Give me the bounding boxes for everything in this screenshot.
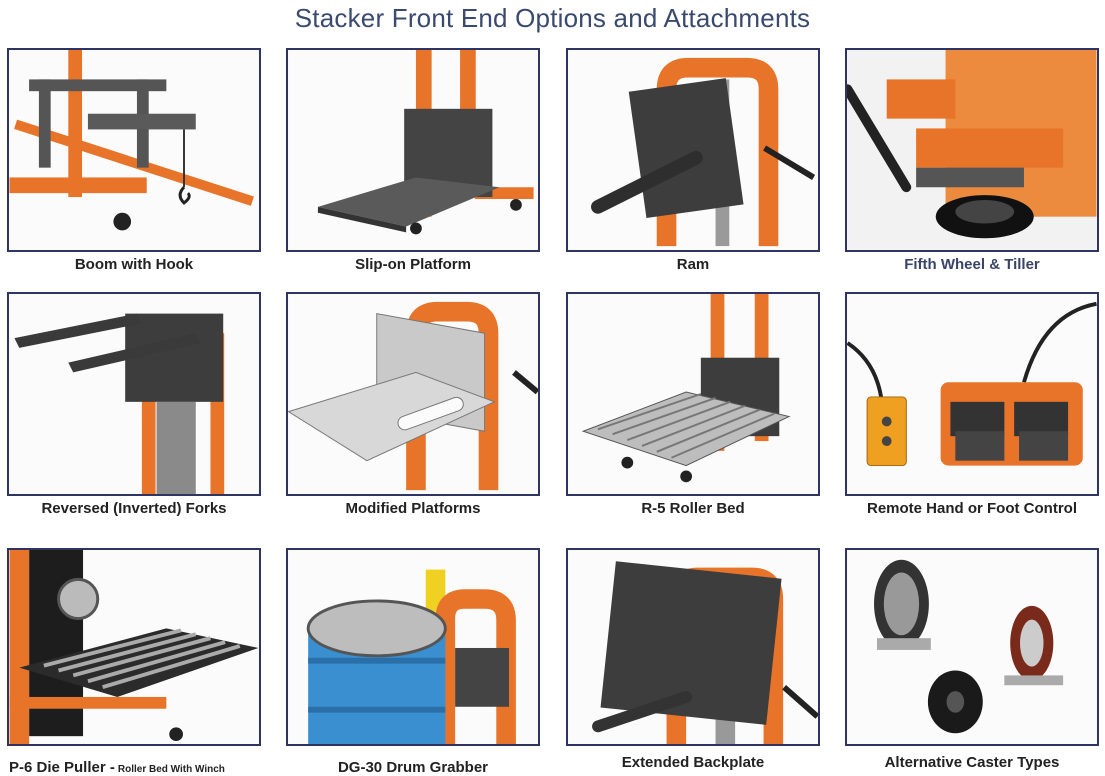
platform-icon — [286, 48, 540, 252]
option-label-main: P-6 Die Puller - — [9, 759, 115, 776]
ram-icon — [566, 48, 820, 252]
option-label: Remote Hand or Foot Control — [867, 500, 1077, 517]
option-label: Reversed (Inverted) Forks — [41, 500, 227, 517]
die-puller-icon — [7, 548, 261, 746]
option-label: Fifth Wheel & Tiller — [904, 256, 1040, 273]
fifth-wheel-icon — [845, 48, 1099, 252]
roller-bed-icon — [566, 292, 820, 496]
drum-grabber-icon — [286, 548, 540, 746]
option-label: Alternative Caster Types — [884, 754, 1060, 771]
caster-icon — [845, 548, 1099, 746]
option-label: P-6 Die Puller -Roller Bed With Winch — [9, 759, 225, 776]
boom-hook-icon — [7, 48, 261, 252]
option-label: Boom with Hook — [74, 256, 194, 273]
option-label: R-5 Roller Bed — [641, 500, 745, 517]
option-label: Modified Platforms — [345, 500, 481, 517]
option-label: Slip-on Platform — [355, 256, 471, 273]
backplate-icon — [566, 548, 820, 746]
modified-platform-icon — [286, 292, 540, 496]
option-label: Ram — [676, 256, 710, 273]
option-label: Extended Backplate — [621, 754, 765, 771]
option-sublabel: Roller Bed With Winch — [117, 764, 225, 775]
forks-icon — [7, 292, 261, 496]
remote-control-icon — [845, 292, 1099, 496]
option-label: DG-30 Drum Grabber — [337, 759, 489, 776]
page-title: Stacker Front End Options and Attachment… — [294, 3, 811, 33]
